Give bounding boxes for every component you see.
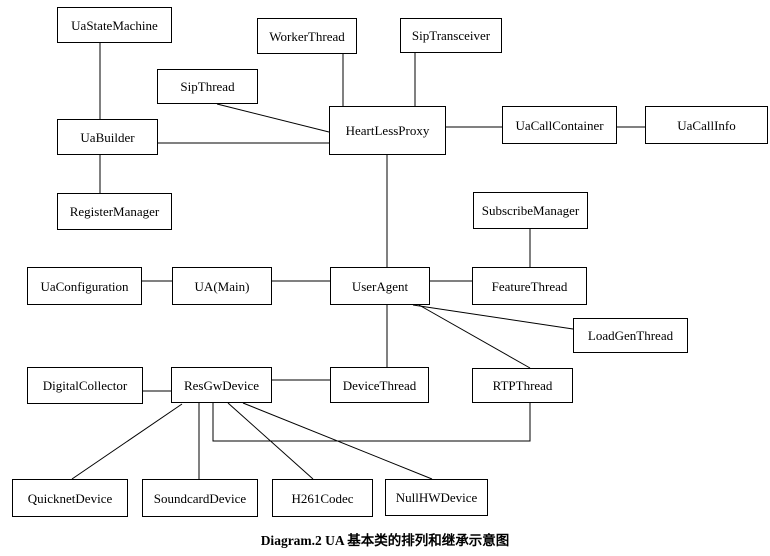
node-subscribe-manager: SubscribeManager (473, 192, 588, 229)
node-ua-main: UA(Main) (172, 267, 272, 305)
node-ua-configuration: UaConfiguration (27, 267, 142, 305)
node-feature-thread: FeatureThread (472, 267, 587, 305)
node-label: WorkerThread (269, 28, 345, 44)
node-label: SipThread (180, 79, 235, 94)
node-label: UaConfiguration (40, 278, 129, 294)
node-load-gen-thread: LoadGenThread (573, 318, 688, 353)
node-label: UA(Main) (194, 278, 250, 294)
node-label: DeviceThread (342, 377, 417, 393)
node-label: FeatureThread (491, 278, 568, 294)
node-label: ResGwDevice (183, 377, 260, 393)
node-label: UaCallContainer (515, 117, 604, 133)
node-register-manager: RegisterManager (57, 193, 172, 230)
node-label: DigitalCollector (42, 378, 128, 393)
node-user-agent: UserAgent (330, 267, 430, 305)
node-ua-builder: UaBuilder (57, 119, 158, 155)
node-quicknet-device: QuicknetDevice (12, 479, 128, 517)
node-ua-call-container: UaCallContainer (502, 106, 617, 144)
node-ua-call-info: UaCallInfo (645, 106, 768, 144)
node-sip-transceiver: SipTransceiver (400, 18, 502, 53)
node-label: SoundcardDevice (153, 490, 247, 506)
node-digital-collector: DigitalCollector (27, 367, 143, 404)
node-label: UaStateMachine (71, 17, 158, 33)
node-label: UaBuilder (80, 129, 135, 145)
node-rtp-thread: RTPThread (472, 368, 573, 403)
node-label: SipTransceiver (411, 28, 491, 43)
node-label: RTPThread (492, 378, 553, 393)
edge-sip-thread--heartless-proxy (216, 103, 330, 133)
node-h261-codec: H261Codec (272, 479, 373, 517)
node-label: LoadGenThread (587, 328, 674, 343)
node-res-gw-device: ResGwDevice (171, 367, 272, 403)
node-label: HeartLessProxy (345, 123, 430, 138)
edge-user-agent--rtp-thread (418, 304, 531, 369)
node-label: SubscribeManager (481, 203, 580, 218)
node-label: UaCallInfo (677, 117, 736, 133)
node-worker-thread: WorkerThread (257, 18, 357, 54)
diagram-caption: Diagram.2 UA 基本类的排列和继承示意图 (260, 533, 510, 548)
node-device-thread: DeviceThread (330, 367, 429, 403)
edge-res-gw-device--quicknet-device (71, 403, 183, 480)
node-label: UserAgent (351, 278, 409, 294)
node-null-hw-device: NullHWDevice (385, 479, 488, 516)
node-sip-thread: SipThread (157, 69, 258, 104)
edge-user-agent--load-gen-thread (412, 304, 574, 330)
node-label: H261Codec (291, 490, 354, 506)
node-soundcard-device: SoundcardDevice (142, 479, 258, 517)
node-heartless-proxy: HeartLessProxy (329, 106, 446, 155)
node-label: RegisterManager (69, 204, 160, 219)
node-ua-state-machine: UaStateMachine (57, 7, 172, 43)
node-label: QuicknetDevice (27, 490, 113, 506)
edge-res-gw-device--rtp-thread (212, 403, 531, 442)
node-label: NullHWDevice (395, 490, 478, 505)
